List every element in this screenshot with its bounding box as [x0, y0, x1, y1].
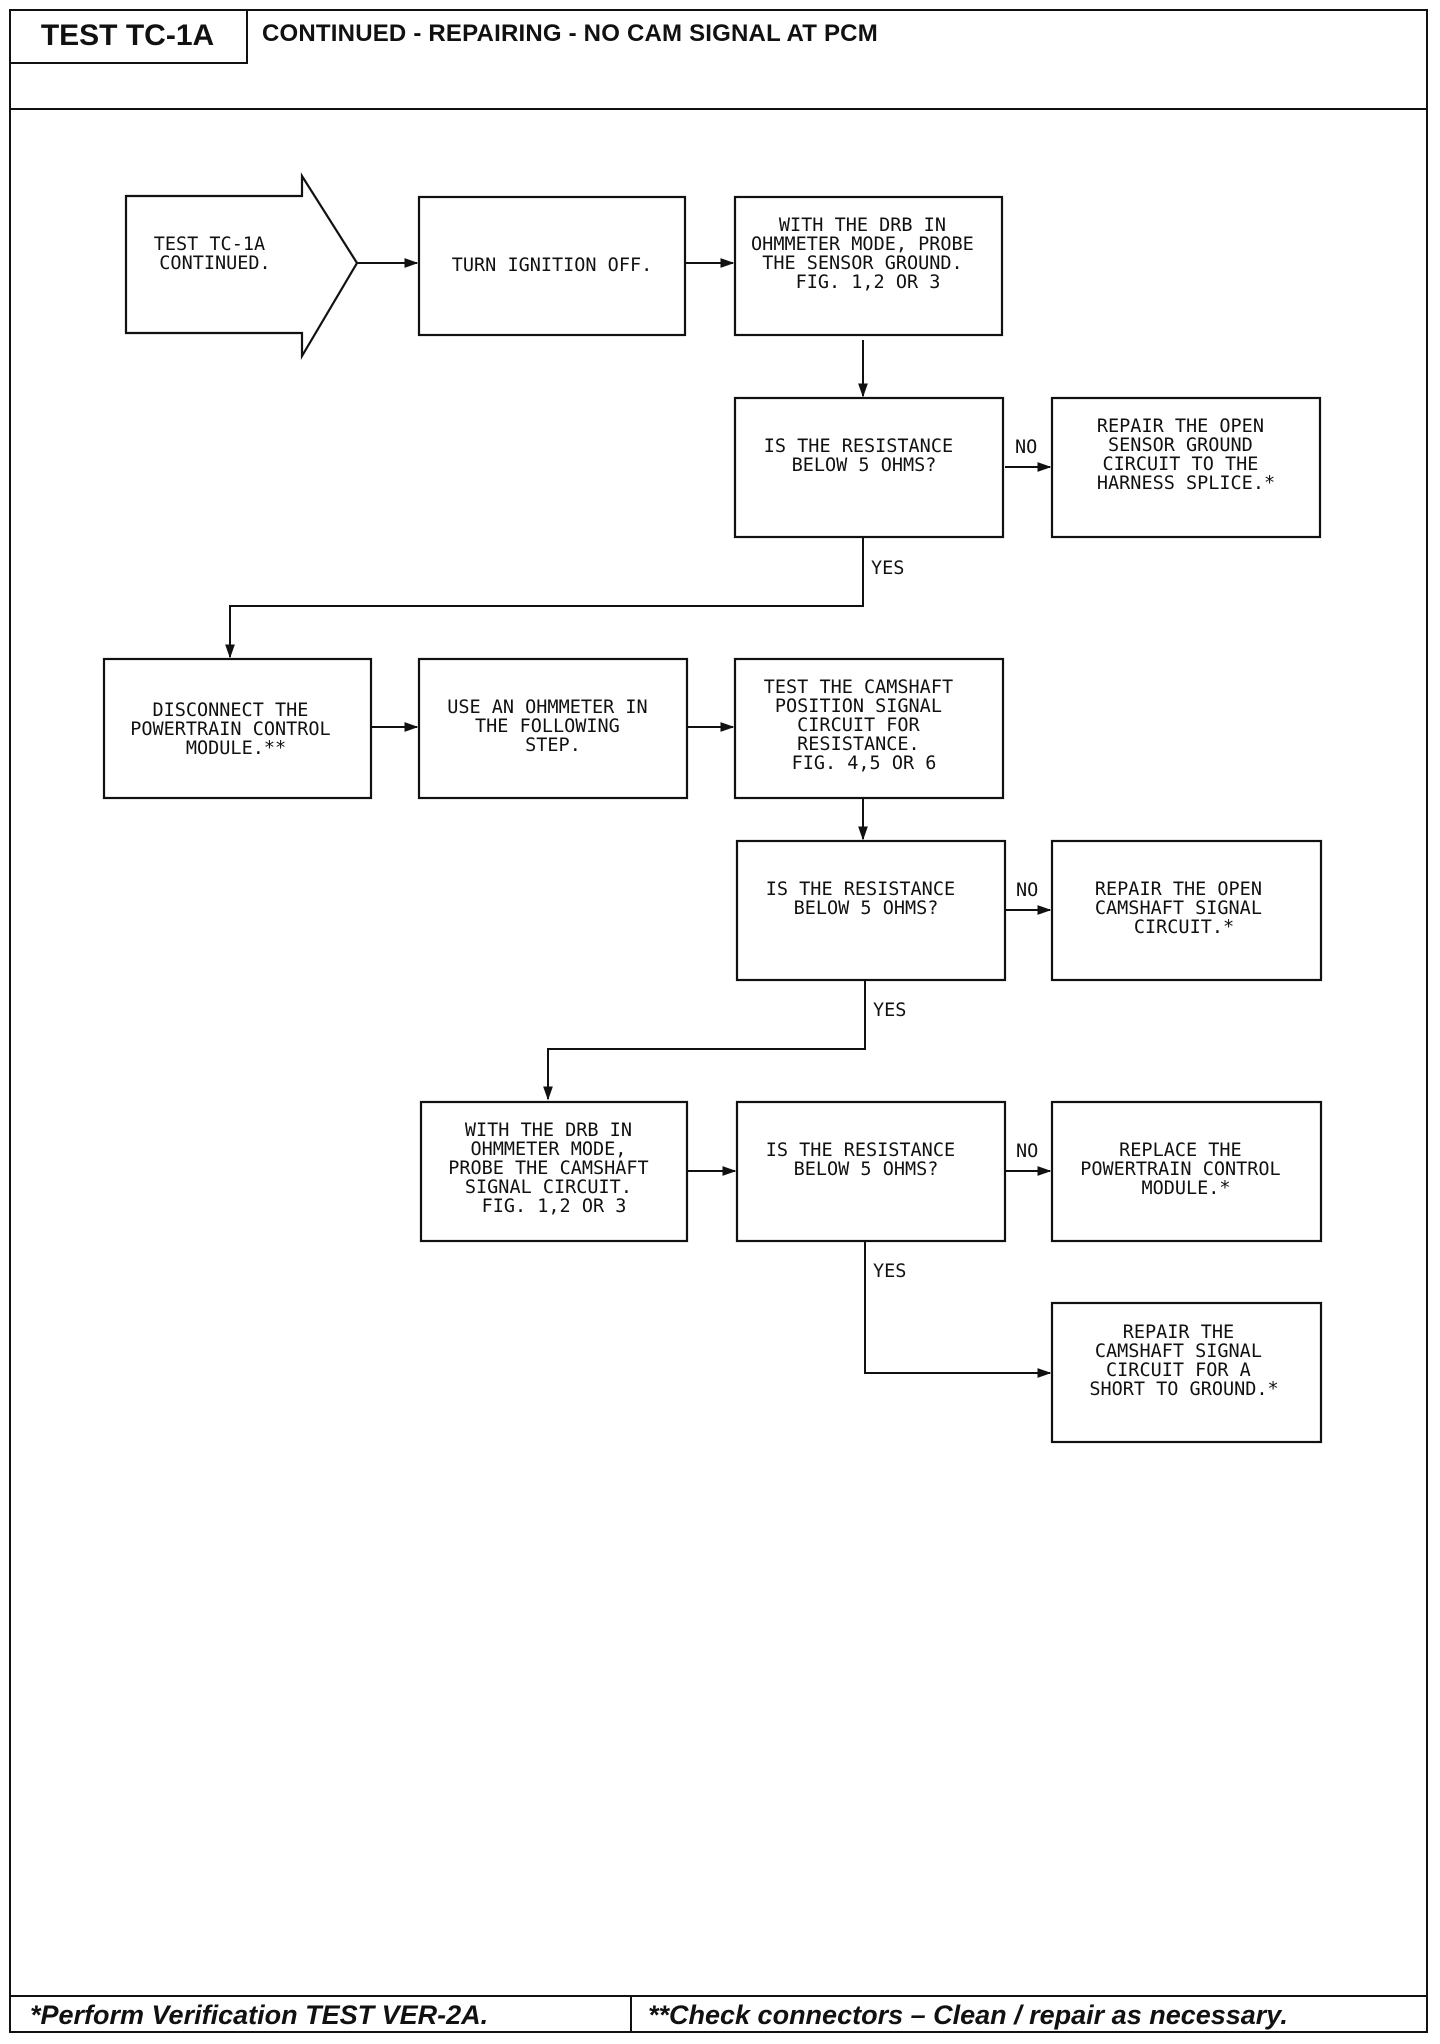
footer-note-connectors: **Check connectors – Clean / repair as n… — [648, 1999, 1288, 2030]
decision-box-q3 — [735, 1100, 1007, 1243]
node-q1: IS THE RESISTANCE BELOW 5 OHMS? — [764, 436, 965, 476]
node-probe-cam-signal: WITH THE DRB IN OHMMETER MODE, PROBE THE… — [448, 1120, 660, 1217]
edge-label-q2-yes: YES — [873, 1000, 906, 1021]
box-repair-sensor-ground — [1050, 396, 1322, 539]
box-test-cmp-circuit — [733, 657, 1005, 800]
edge-label-q1-no: NO — [1015, 437, 1037, 458]
node-test-cmp-circuit: TEST THE CAMSHAFT POSITION SIGNAL CIRCUI… — [764, 677, 965, 774]
node-repair-sensor-ground: REPAIR THE OPEN SENSOR GROUND CIRCUIT TO… — [1097, 416, 1275, 494]
edge-label-q2-no: NO — [1016, 880, 1038, 901]
node-start: TEST TC-1A CONTINUED. — [154, 234, 277, 274]
node-replace-pcm: REPLACE THE POWERTRAIN CONTROL MODULE.* — [1080, 1140, 1292, 1199]
start-arrow-shape — [124, 172, 359, 361]
box-replace-pcm — [1050, 1100, 1323, 1243]
decision-box-q2 — [735, 839, 1007, 982]
footer-note-verification: *Perform Verification TEST VER-2A. — [30, 1999, 489, 2030]
box-turn-ignition-off — [417, 195, 687, 337]
test-id-title: TEST TC-1A — [9, 9, 248, 64]
box-repair-cam-signal — [1050, 839, 1323, 982]
box-use-ohmmeter — [417, 657, 689, 800]
node-repair-cam-signal: REPAIR THE OPEN CAMSHAFT SIGNAL CIRCUIT.… — [1095, 879, 1273, 938]
decision-box-q1 — [733, 396, 1005, 539]
node-q2: IS THE RESISTANCE BELOW 5 OHMS? — [766, 879, 967, 919]
footer-divider — [9, 1995, 1428, 1997]
node-turn-ignition-off: TURN IGNITION OFF. — [452, 255, 652, 276]
node-repair-short: REPAIR THE CAMSHAFT SIGNAL CIRCUIT FOR A… — [1089, 1322, 1278, 1400]
page-frame — [9, 9, 1428, 2033]
box-repair-short — [1050, 1301, 1323, 1444]
edge-label-q1-yes: YES — [871, 558, 904, 579]
box-probe-sensor-ground — [733, 195, 1004, 337]
node-probe-sensor-ground: WITH THE DRB IN OHMMETER MODE, PROBE THE… — [751, 215, 985, 293]
page-title: CONTINUED - REPAIRING - NO CAM SIGNAL AT… — [262, 20, 878, 47]
connector-lines — [225, 258, 1052, 1378]
node-use-ohmmeter: USE AN OHMMETER IN THE FOLLOWING STEP. — [447, 697, 659, 756]
footer-column-divider — [630, 1995, 632, 2033]
header-divider — [9, 108, 1428, 110]
node-q3: IS THE RESISTANCE BELOW 5 OHMS? — [766, 1140, 967, 1180]
box-probe-cam-signal — [419, 1100, 689, 1243]
edge-label-q3-no: NO — [1016, 1141, 1038, 1162]
node-disconnect-pcm: DISCONNECT THE POWERTRAIN CONTROL MODULE… — [130, 700, 342, 759]
box-disconnect-pcm — [102, 657, 373, 800]
edge-label-q3-yes: YES — [873, 1261, 906, 1282]
